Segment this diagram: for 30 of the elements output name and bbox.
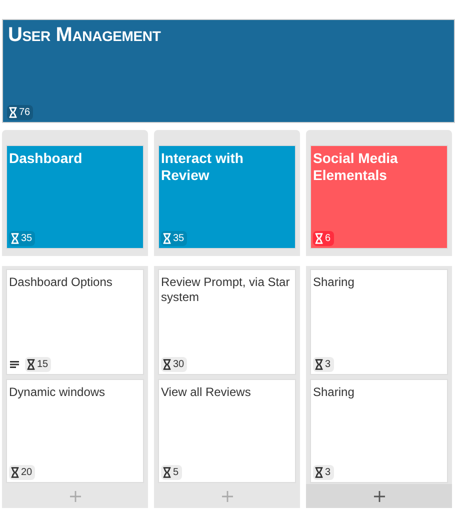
- story-card: [310, 379, 448, 483]
- epic-card: [158, 145, 296, 249]
- story-card: [158, 269, 296, 375]
- card-title: View all Reviews: [161, 385, 251, 400]
- estimate-value: 20: [21, 466, 32, 478]
- epic-card: [6, 145, 144, 249]
- story-card: [6, 269, 144, 375]
- estimate-value: 15: [37, 358, 48, 370]
- card-title: Sharing: [313, 385, 354, 400]
- estimate-value: 5: [173, 466, 179, 478]
- story-card: [158, 379, 296, 483]
- estimate-value: 3: [325, 358, 331, 370]
- estimate-value: 6: [325, 232, 331, 244]
- story-card: [6, 379, 144, 483]
- card-title: Dynamic windows: [9, 385, 106, 400]
- card-title: Dashboard: [9, 150, 82, 167]
- story-card: [310, 269, 448, 375]
- epic-card: [310, 145, 448, 249]
- estimate-value: 76: [19, 106, 30, 118]
- estimate-value: 35: [21, 232, 32, 244]
- theme-banner: [2, 19, 455, 123]
- card-title: Interact with Review: [161, 150, 244, 184]
- card-title: Review Prompt, via Star system: [161, 275, 291, 305]
- card-title: Sharing: [313, 275, 354, 290]
- estimate-value: 35: [173, 232, 184, 244]
- card-title: Social Media Elementals: [313, 150, 399, 184]
- estimate-value: 3: [325, 466, 331, 478]
- theme-title: User Management: [8, 23, 161, 47]
- card-title: Dashboard Options: [9, 275, 112, 290]
- estimate-value: 30: [173, 358, 184, 370]
